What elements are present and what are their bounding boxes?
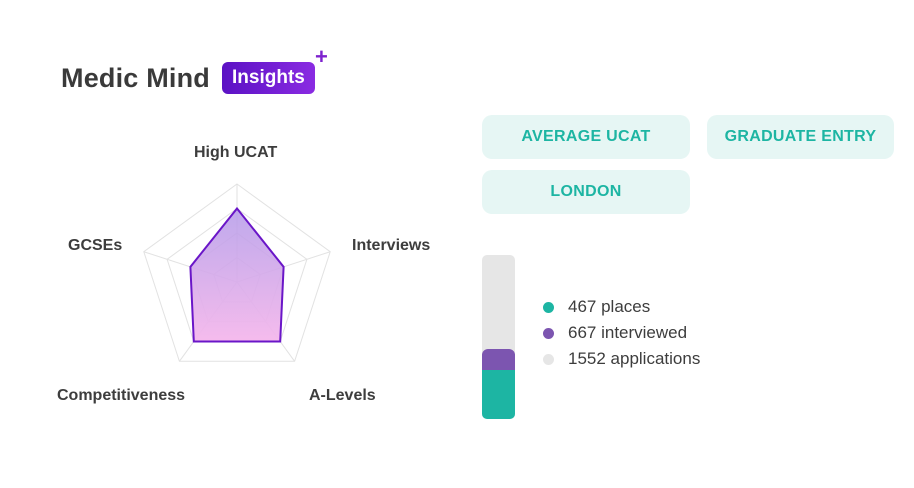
radar-area xyxy=(189,206,285,343)
legend-dot-applications xyxy=(543,353,554,365)
radar-axis-label-competitiveness: Competitiveness xyxy=(57,387,186,404)
legend: 467 places 667 interviewed 1552 applicat… xyxy=(543,294,700,372)
radar-axis-label-interviews: Interviews xyxy=(352,237,431,254)
insights-badge-label: Insights xyxy=(232,67,305,88)
radar-axis-label-high-ucat: High UCAT xyxy=(194,144,278,161)
brand-header: Medic Mind Insights + xyxy=(61,46,328,94)
legend-label-interviewed: 667 interviewed xyxy=(568,323,688,342)
chip-graduate-entry[interactable]: GRADUATE ENTRY xyxy=(707,115,894,159)
brand-name: Medic Mind xyxy=(61,62,210,93)
legend-item-interviewed: 667 interviewed xyxy=(543,320,700,346)
stack-segment-places xyxy=(482,369,515,419)
legend-item-applications: 1552 applications xyxy=(543,346,700,372)
radar-axis-label-gcses: GCSEs xyxy=(68,237,123,254)
plus-icon: + xyxy=(314,44,328,69)
legend-label-applications: 1552 applications xyxy=(568,349,701,368)
legend-label-places: 467 places xyxy=(568,297,651,316)
radar-axis-label-a-levels: A-Levels xyxy=(309,387,376,404)
stacked-bar xyxy=(482,255,515,419)
legend-dot-places xyxy=(543,301,554,313)
radar-grid-ring xyxy=(143,183,331,362)
insights-badge: Insights + xyxy=(222,46,328,94)
stack-segment-interviewed xyxy=(482,348,515,370)
chip-london[interactable]: LONDON xyxy=(482,170,690,214)
legend-dot-interviewed xyxy=(543,327,554,339)
legend-item-places: 467 places xyxy=(543,294,700,320)
chip-average-ucat[interactable]: AVERAGE UCAT xyxy=(482,115,690,159)
